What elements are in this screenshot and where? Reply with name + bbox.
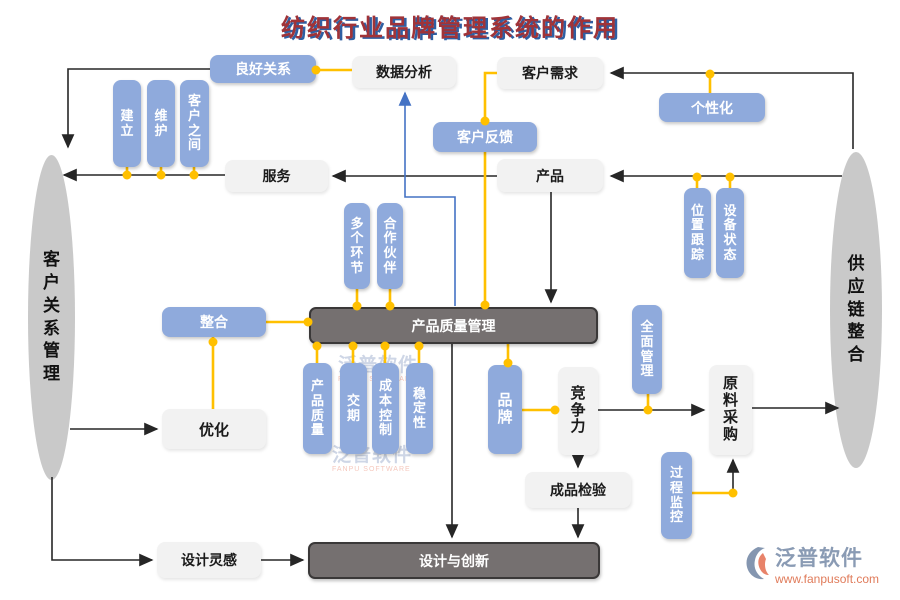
node-multiple-links: 多个环节 — [344, 203, 370, 289]
node-device-status: 设备状态 — [716, 188, 744, 278]
ellipse-left-label: 客户关系管理 — [42, 249, 60, 384]
fanpu-logo-icon — [746, 547, 769, 580]
fanpu-logo: 泛普软件 www.fanpusoft.com — [744, 546, 879, 587]
node-finished-inspection: 成品检验 — [525, 472, 631, 508]
node-between-customers: 客户之间 — [180, 80, 209, 167]
fanpu-logo-url: www.fanpusoft.com — [775, 572, 880, 587]
node-maintain-label: 维护 — [154, 107, 168, 138]
watermark-sub: FANPU SOFTWARE — [332, 466, 411, 473]
node-cost-control-label: 成本控制 — [378, 378, 392, 438]
node-establish: 建立 — [113, 80, 141, 167]
node-product-quality-label: 产品质量 — [310, 378, 324, 438]
node-integration: 整合 — [162, 307, 266, 337]
node-product: 产品 — [497, 159, 603, 192]
node-customer-demand: 客户需求 — [497, 57, 603, 89]
node-partners-label: 合作伙伴 — [383, 215, 397, 275]
node-stability: 稳定性 — [406, 363, 433, 454]
node-process-monitoring-label: 过程监控 — [669, 465, 683, 525]
diagram-title: 纺织行业品牌管理系统的作用 — [281, 16, 619, 42]
node-product-quality-management: 产品质量管理 — [309, 307, 598, 344]
node-partners: 合作伙伴 — [377, 203, 403, 289]
node-competitiveness-label: 竞争力 — [570, 384, 586, 436]
ellipse-supply-chain-integration: 供应链整合 — [830, 152, 882, 468]
node-device-status-label: 设备状态 — [723, 202, 737, 262]
node-customer-feedback: 客户反馈 — [433, 122, 537, 152]
node-personalization: 个性化 — [659, 93, 765, 122]
node-brand-label: 品牌 — [497, 391, 513, 426]
node-competitiveness: 竞争力 — [558, 367, 598, 455]
arrow-crm-to-design-inspiration — [51, 477, 154, 567]
node-overall-management: 全面管理 — [632, 305, 662, 394]
ellipse-customer-relationship-management: 客户关系管理 — [28, 155, 75, 480]
link-customer-demand-feedback-quality — [483, 71, 497, 307]
node-overall-management-label: 全面管理 — [640, 319, 654, 379]
node-maintain: 维护 — [147, 80, 175, 167]
node-multiple-links-label: 多个环节 — [350, 215, 364, 275]
node-good-relation: 良好关系 — [210, 55, 316, 83]
node-process-monitoring: 过程监控 — [661, 452, 692, 539]
node-service: 服务 — [225, 160, 328, 192]
node-design-and-innovation: 设计与创新 — [308, 542, 600, 579]
node-stability-label: 稳定性 — [412, 385, 426, 430]
node-delivery-time: 交期 — [340, 363, 367, 454]
ellipse-right-label: 供应链整合 — [847, 253, 865, 365]
node-raw-material-purchase: 原料采购 — [709, 365, 752, 455]
node-establish-label: 建立 — [120, 107, 134, 138]
fanpu-logo-text: 泛普软件 — [775, 547, 863, 570]
node-product-quality: 产品质量 — [303, 363, 332, 454]
node-data-analysis: 数据分析 — [352, 56, 456, 88]
node-location-tracking: 位置跟踪 — [684, 188, 711, 278]
node-cost-control: 成本控制 — [372, 363, 399, 454]
node-location-tracking-label: 位置跟踪 — [690, 202, 704, 262]
node-delivery-time-label: 交期 — [346, 392, 360, 423]
node-brand: 品牌 — [488, 365, 522, 454]
node-design-inspiration: 设计灵感 — [157, 542, 261, 578]
node-optimization: 优化 — [162, 409, 266, 449]
node-between-customers-label: 客户之间 — [187, 93, 201, 153]
node-raw-material-purchase-label: 原料采购 — [722, 375, 738, 443]
